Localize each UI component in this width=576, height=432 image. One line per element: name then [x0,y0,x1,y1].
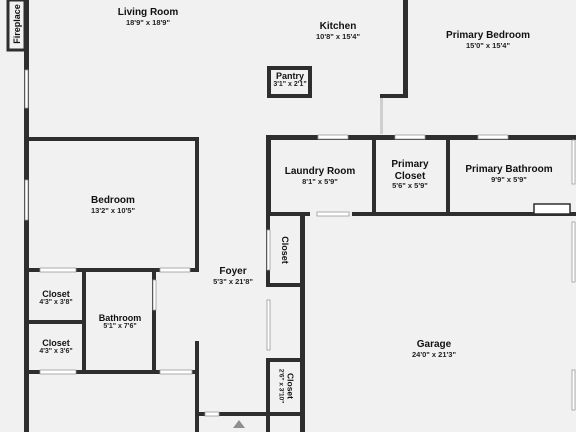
pantry-name: Pantry [275,70,305,81]
kitchen-name: Kitchen [319,20,357,32]
living-room-dim: 18'9" x 18'9" [125,17,171,27]
bathroom: Bathroom 5'1" x 7'6" [99,313,142,331]
foyer-name: Foyer [219,265,247,277]
laundry-room-name: Laundry Room [284,165,356,177]
bathroom-dim: 5'1" x 7'6" [103,323,137,331]
kitchen-dim: 10'8" x 15'4" [315,31,361,41]
garage-closet: Closet 2'6" x 3'10" [277,368,296,404]
closet-2: Closet 4'3" x 3'6" [39,338,72,356]
closet-2-name: Closet [42,337,70,348]
laundry-room-dim: 8'1" x 5'9" [302,176,338,186]
living-room-name: Living Room [117,6,179,18]
fireplace-label: Fireplace [12,4,22,44]
primary-bathroom-dim: 9'9" x 5'9" [491,174,527,184]
garage-dim: 24'0" x 21'3" [411,349,457,359]
closet-1-name: Closet [42,288,70,299]
garage: Garage 24'0" x 21'3" [412,339,456,359]
primary-closet: Primary Closet 5'6" x 5'9" [391,159,428,191]
hall-closet-name: Closet [280,236,291,264]
laundry-room: Laundry Room 8'1" x 5'9" [285,166,356,186]
bedroom: Bedroom 13'2" x 10'5" [91,195,135,215]
primary-bedroom: Primary Bedroom 15'0" x 15'4" [446,30,530,50]
primary-bathroom: Primary Bathroom 9'9" x 5'9" [465,164,552,184]
entry-arrow-icon [233,420,245,428]
living-room: Living Room 18'9" x 18'9" [118,7,179,27]
garage-closet-name: Closet [285,373,296,399]
closet-1: Closet 4'3" x 3'8" [39,289,72,307]
bedroom-name: Bedroom [91,194,135,206]
primary-closet-name: Primary Closet [391,159,429,182]
bedroom-dim: 13'2" x 10'5" [90,205,136,215]
garage-closet-dim: 2'6" x 3'10" [277,368,285,404]
primary-bedroom-name: Primary Bedroom [446,29,530,41]
bathroom-name: Bathroom [98,312,142,323]
pantry-dim: 3'1" x 2'1" [273,81,307,89]
pantry: Pantry 3'1" x 2'1" [273,71,306,89]
closet-1-dim: 4'3" x 3'8" [39,299,73,307]
primary-bathroom-name: Primary Bathroom [465,163,553,175]
foyer-dim: 5'3" x 21'8" [213,276,253,286]
primary-closet-dim: 5'6" x 5'9" [392,181,428,191]
garage-name: Garage [416,338,452,350]
foyer: Foyer 5'3" x 21'8" [213,266,253,286]
closet-2-dim: 4'3" x 3'6" [39,348,73,356]
kitchen: Kitchen 10'8" x 15'4" [316,21,360,41]
primary-bedroom-dim: 15'0" x 15'4" [465,40,511,50]
